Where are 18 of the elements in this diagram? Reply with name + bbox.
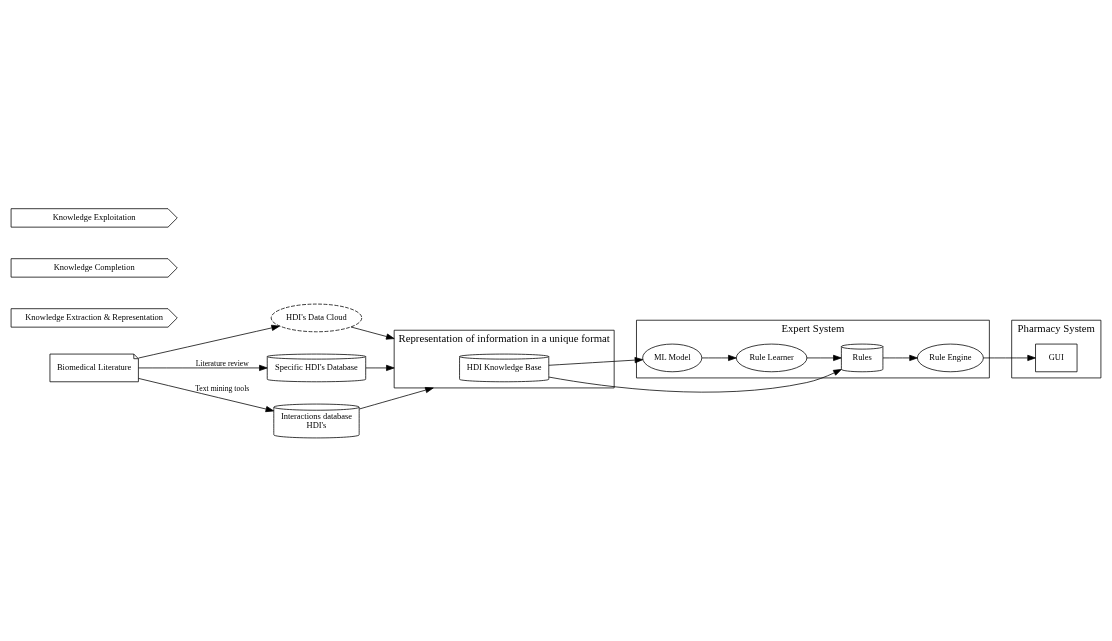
arrow: [365, 364, 395, 371]
arrow: [882, 354, 918, 361]
arrow: [138, 377, 275, 412]
node-ellipse: Rule Engine: [917, 343, 984, 372]
edge-label: Text mining tools: [195, 383, 250, 393]
arrow: [806, 354, 842, 361]
arrow: [138, 364, 268, 371]
node-box: GUI: [1035, 343, 1078, 372]
node-ellipse: Rule Learner: [735, 343, 808, 372]
arrow: [548, 368, 842, 392]
arrow: [358, 386, 434, 409]
edge-label: Literature review: [195, 358, 249, 368]
arrow: [982, 354, 1036, 361]
arrow: [548, 356, 644, 366]
arrow: [350, 326, 395, 340]
arrow: [138, 324, 280, 358]
node-ellipse: ML Model: [642, 343, 703, 372]
arrow: [701, 354, 737, 361]
